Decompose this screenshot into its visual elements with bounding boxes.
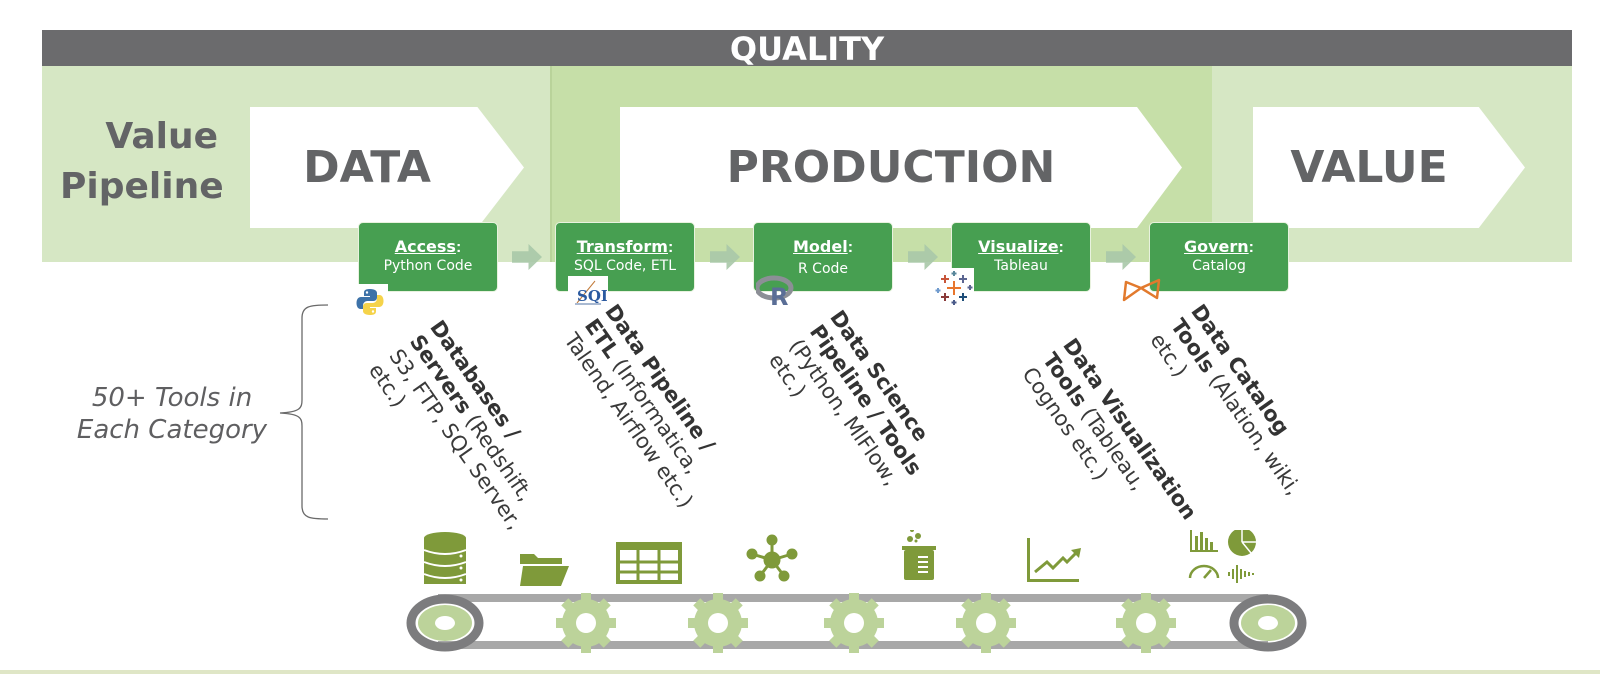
step-name: Govern — [1183, 237, 1249, 256]
stage-value-label: VALUE — [1290, 142, 1448, 193]
bar-chart-icon — [1190, 530, 1218, 552]
tools-note-line1: 50+ Tools in — [91, 383, 253, 413]
gear-icon — [956, 593, 1016, 653]
tool-category-databases: Databases / Servers (Redshift, S3, FTP, … — [363, 316, 571, 554]
python-logo-icon — [352, 284, 388, 320]
conveyor-belt — [406, 530, 1307, 653]
value-pipeline-line2: Pipeline — [60, 166, 224, 207]
gear-icon — [824, 593, 884, 653]
quality-banner: QUALITY — [42, 30, 1572, 68]
value-pipeline-line1: Value — [105, 116, 218, 157]
step-name: Model — [792, 237, 848, 256]
stage-value-chevron: VALUE — [1253, 107, 1525, 228]
curly-brace-icon — [279, 304, 329, 520]
beaker-icon — [902, 530, 936, 580]
stage-data-label: DATA — [303, 142, 431, 193]
tool-category-pipeline: Data Pipeline / ETL (Informatica, Talend… — [559, 300, 747, 523]
audio-wave-icon — [1228, 565, 1254, 583]
stage-production-chevron: PRODUCTION — [620, 107, 1182, 228]
step-name: Visualize — [978, 237, 1059, 256]
step-name: Access — [394, 237, 456, 256]
gear-icon — [688, 593, 748, 653]
folder-icon — [520, 554, 569, 586]
network-node-icon — [746, 534, 798, 582]
step-access: Access: Python Code — [358, 222, 498, 292]
gear-icons — [556, 593, 1176, 653]
tools-note-line2: Each Category — [76, 415, 268, 445]
gauge-icon — [1188, 564, 1220, 579]
svg-text:R: R — [770, 283, 788, 309]
database-icon — [423, 532, 467, 584]
sql-logo-icon: SQL — [568, 276, 608, 312]
value-pipeline-label: Value Pipeline — [60, 112, 224, 212]
step-name: Transform — [576, 237, 668, 256]
step-detail: Catalog — [1192, 258, 1246, 274]
line-chart-icon — [1027, 538, 1081, 582]
stage-data-chevron: DATA — [250, 107, 524, 228]
svg-text:SQL: SQL — [577, 287, 607, 305]
step-detail: SQL Code, ETL — [573, 258, 677, 274]
tool-category-data-science: Data Science Pipeline / Tools (Python, M… — [763, 306, 971, 544]
pie-chart-icon — [1228, 530, 1256, 556]
r-logo-icon: R — [756, 275, 796, 309]
bottom-divider — [0, 670, 1600, 674]
step-detail: Python Code — [383, 258, 473, 274]
tableau-logo-icon — [934, 268, 974, 308]
step-detail: R Code — [797, 261, 849, 277]
roller-right — [1229, 594, 1307, 652]
stage-production-label: PRODUCTION — [726, 142, 1056, 193]
step-detail: Tableau — [994, 258, 1048, 274]
step-govern: Govern: Catalog — [1149, 222, 1289, 292]
alation-logo-icon — [1121, 274, 1165, 308]
gear-icon — [1116, 593, 1176, 653]
step-visualize: Visualize: Tableau — [951, 222, 1091, 292]
tools-note: 50+ Tools in Each Category — [62, 382, 282, 446]
roller-left — [406, 594, 484, 652]
dashboard-icon — [1188, 530, 1256, 583]
table-grid-icon — [616, 542, 682, 584]
gear-icon — [556, 593, 616, 653]
